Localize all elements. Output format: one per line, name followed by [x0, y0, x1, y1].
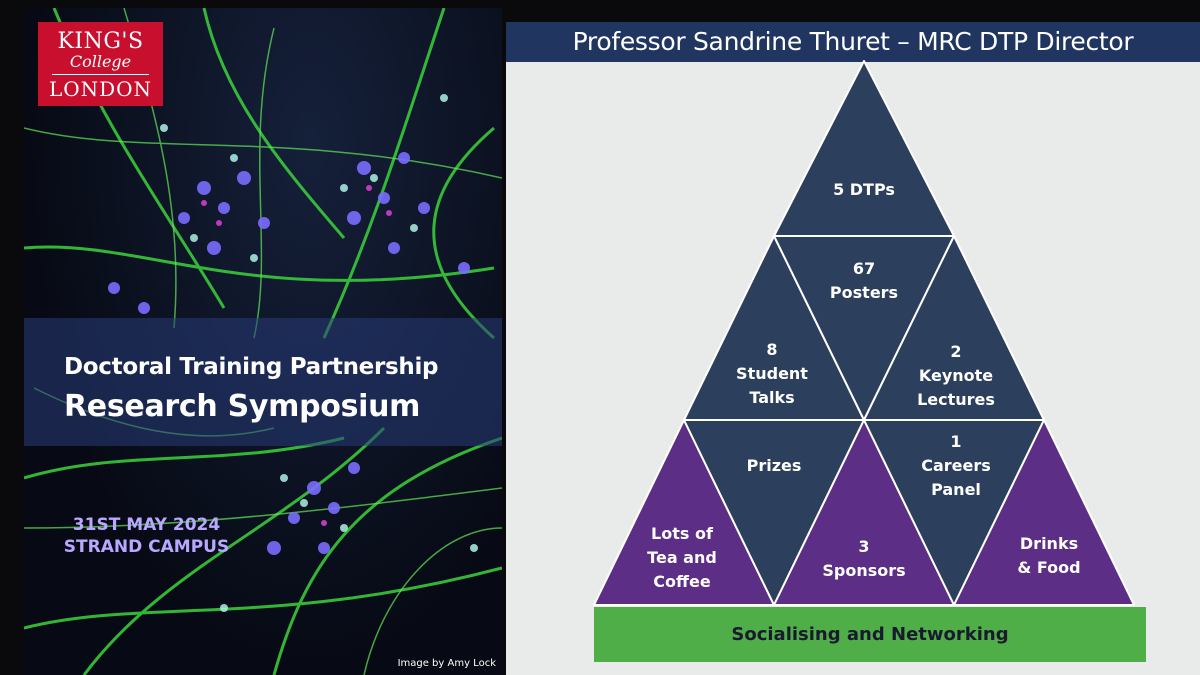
logo-line-3: LONDON: [48, 77, 153, 101]
right-panel: Professor Sandrine Thuret – MRC DTP Dire…: [506, 22, 1200, 675]
label-prizes: Prizes: [746, 456, 802, 475]
label-drinks-food: Drinks& Food: [1017, 534, 1081, 577]
logo-line-2: College: [69, 52, 132, 71]
logo-rule: [52, 74, 149, 75]
event-date: 31ST MAY 2024: [72, 515, 221, 535]
event-location: STRAND CAMPUS: [63, 537, 230, 557]
image-credit: Image by Amy Lock: [397, 658, 496, 669]
title-band: [24, 318, 502, 446]
tri-dtps: [773, 60, 955, 237]
slide-header: Professor Sandrine Thuret – MRC DTP Dire…: [506, 22, 1200, 62]
base-bar: [594, 607, 1146, 662]
pyramid-diagram: [593, 60, 1135, 606]
microscopy-image: [24, 8, 502, 675]
base-label: Socialising and Networking: [731, 624, 1009, 645]
event-title-line-1: Doctoral Training Partnership: [64, 354, 439, 380]
left-panel: KING'S College LONDON Doctoral Training …: [24, 8, 502, 675]
event-title-line-2: Research Symposium: [64, 389, 421, 424]
label-dtps: 5 DTPs: [833, 180, 895, 199]
logo-line-1: KING'S: [57, 29, 144, 54]
tri-drinks-food: [953, 419, 1135, 606]
kings-college-logo: KING'S College LONDON: [38, 22, 163, 106]
